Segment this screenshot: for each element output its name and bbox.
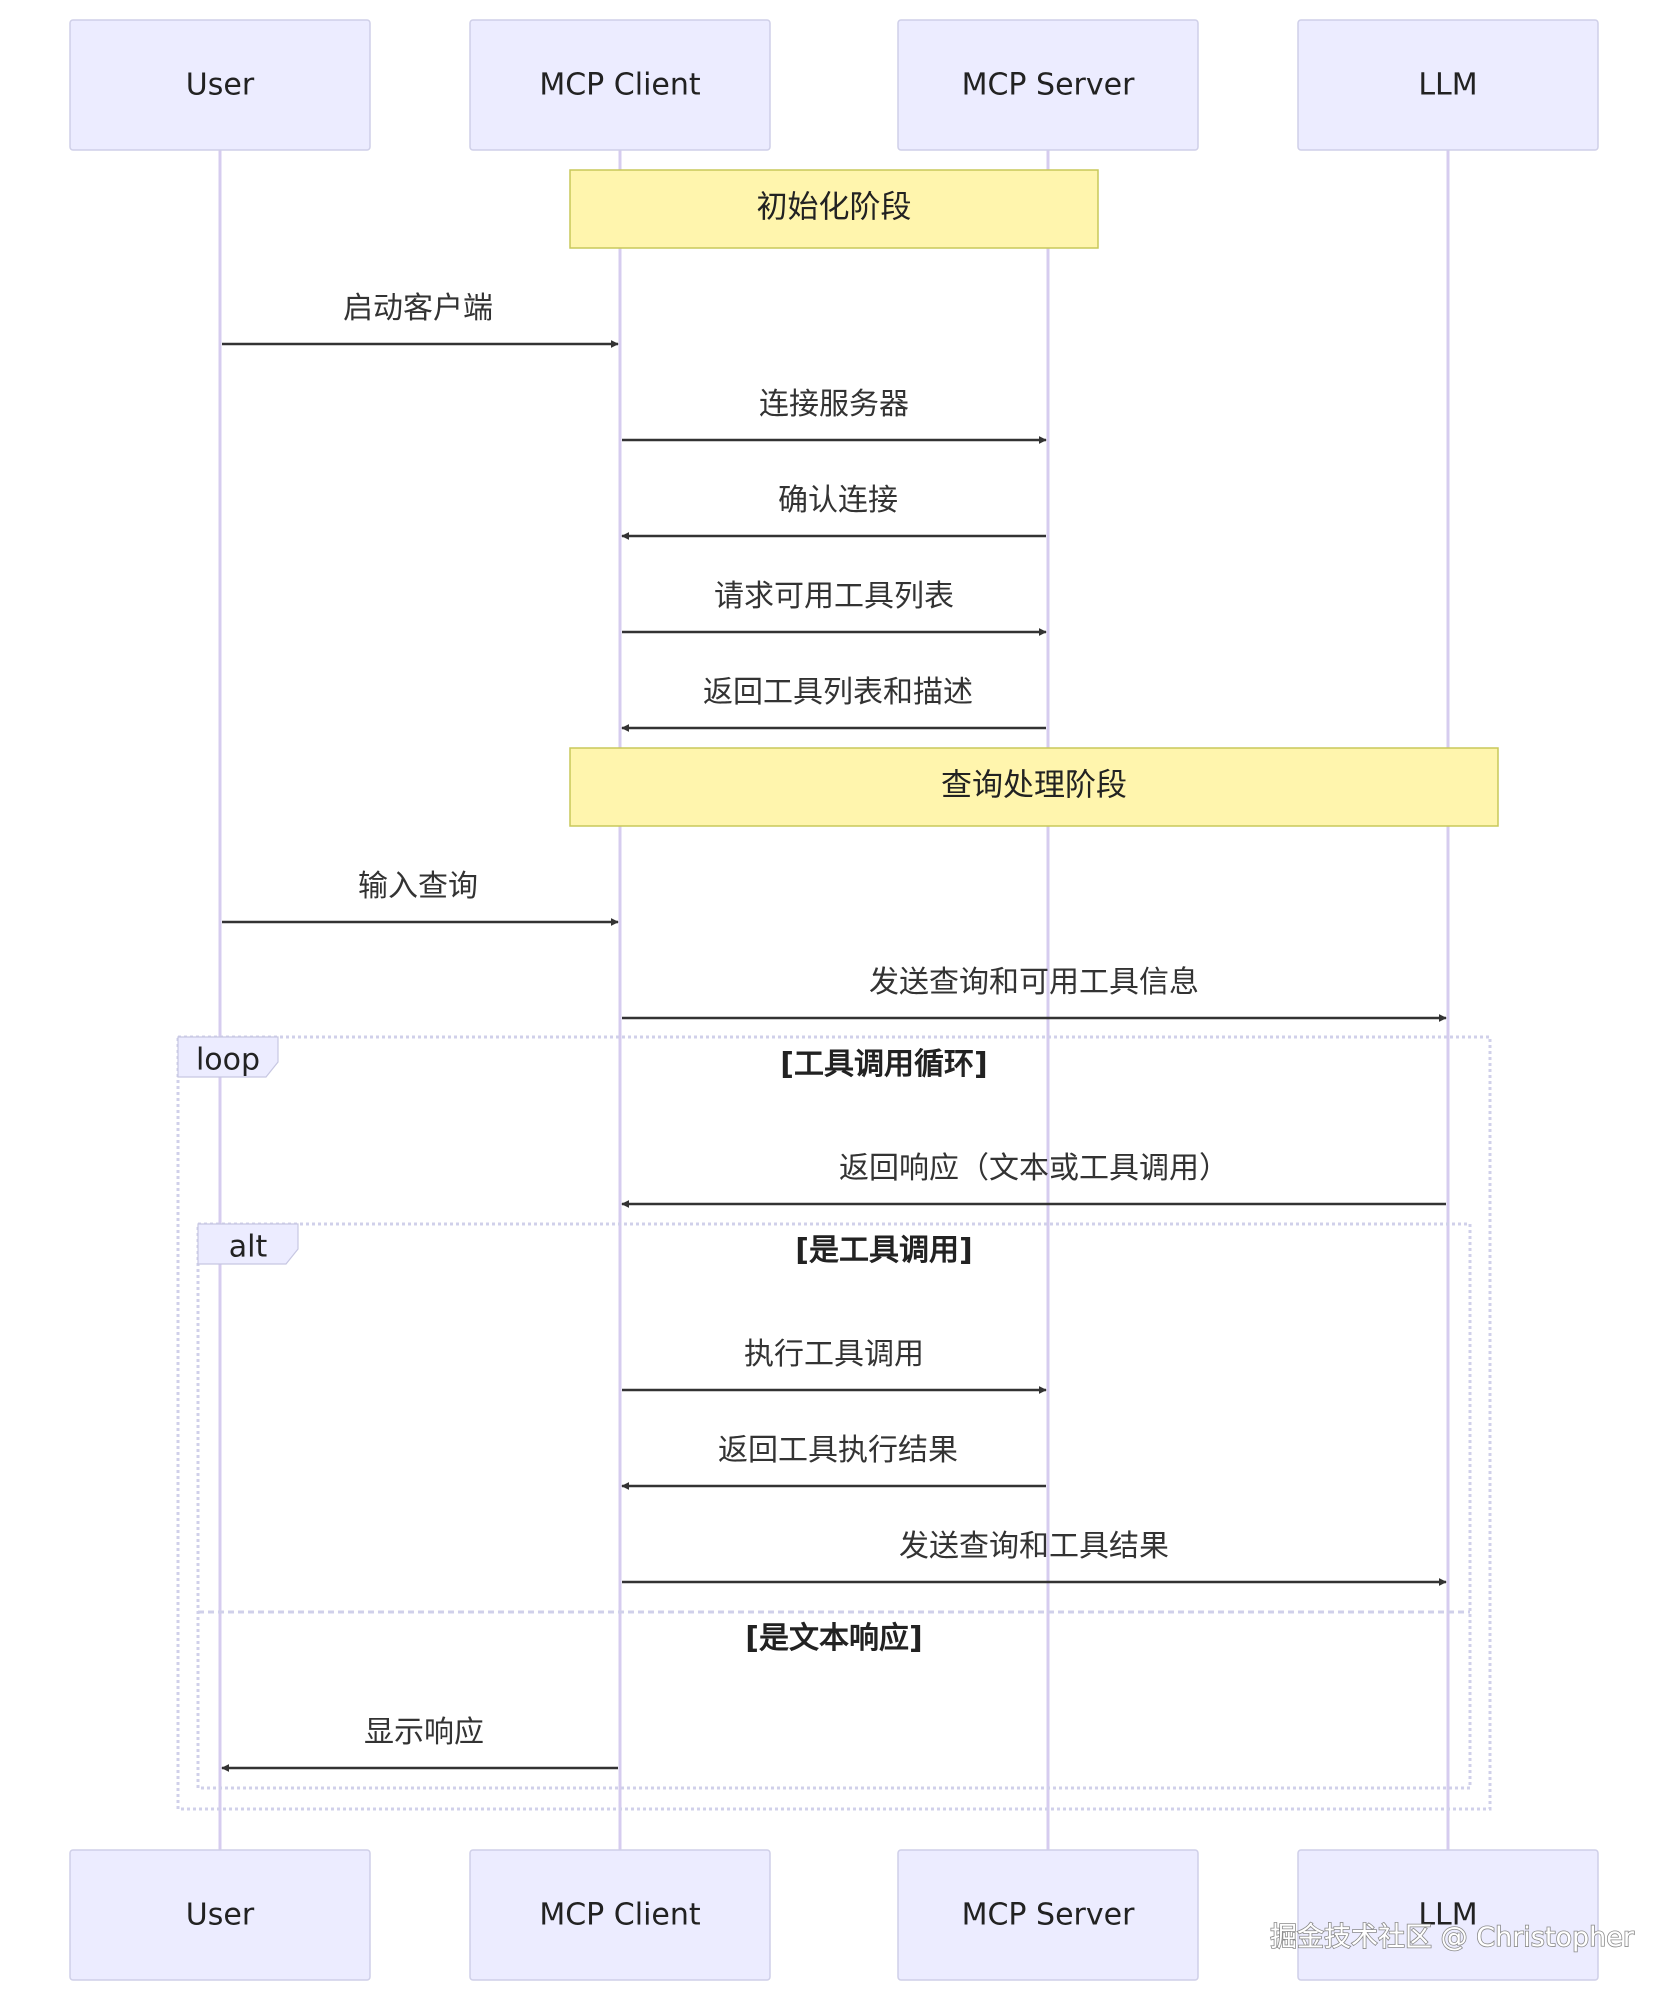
loop-frame: loop [工具调用循环]: [176, 1035, 1492, 1811]
actor-label: LLM: [1418, 1898, 1477, 1933]
note-query-processing-text: 查询处理阶段: [941, 768, 1127, 804]
message-label: 启动客户端: [343, 291, 493, 326]
message-return-tool-result: 返回工具执行结果: [621, 1433, 1046, 1490]
message-send-query-and-tool-result: 发送查询和工具结果: [622, 1529, 1447, 1586]
message-label: 执行工具调用: [744, 1337, 924, 1372]
note-initialization-text: 初始化阶段: [757, 190, 912, 226]
alt-frame-label: alt: [229, 1230, 268, 1265]
actor-llm-bottom: LLM: [1297, 1849, 1599, 1981]
message-label: 输入查询: [358, 869, 478, 904]
alt-else-condition: [是文本响应]: [745, 1621, 922, 1656]
message-input-query: 输入查询: [222, 869, 619, 926]
alt-condition: [是工具调用]: [795, 1233, 972, 1268]
actor-label: MCP Client: [539, 68, 701, 103]
actor-mcp-server-top: MCP Server: [897, 19, 1199, 151]
message-label: 请求可用工具列表: [714, 579, 954, 614]
actor-label: MCP Client: [539, 1898, 701, 1933]
actor-label: MCP Server: [962, 1898, 1136, 1933]
message-label: 发送查询和工具结果: [899, 1529, 1169, 1564]
actor-user-top: User: [69, 19, 371, 151]
message-display-response: 显示响应: [221, 1715, 618, 1772]
actor-llm-top: LLM: [1297, 19, 1599, 151]
message-return-response: 返回响应（文本或工具调用）: [621, 1151, 1446, 1208]
actor-label: MCP Server: [962, 68, 1136, 103]
message-confirm-connection: 确认连接: [621, 483, 1046, 540]
actor-user-bottom: User: [69, 1849, 371, 1981]
loop-frame-label: loop: [196, 1043, 260, 1078]
alt-frame: alt [是工具调用] [是文本响应]: [196, 1222, 1472, 1790]
message-label: 确认连接: [778, 483, 898, 518]
note-query-processing: 查询处理阶段: [569, 747, 1499, 827]
loop-condition: [工具调用循环]: [780, 1047, 987, 1082]
alt-frame-tab: [197, 1223, 299, 1265]
message-start-client: 启动客户端: [222, 291, 619, 348]
message-label: 连接服务器: [759, 387, 909, 422]
message-request-tool-list: 请求可用工具列表: [622, 579, 1047, 636]
actor-label: LLM: [1418, 68, 1477, 103]
message-execute-tool-call: 执行工具调用: [622, 1337, 1047, 1394]
message-connect-server: 连接服务器: [622, 387, 1047, 444]
watermark: 掘金技术社区 @ Christopher: [1270, 1922, 1635, 1953]
note-initialization: 初始化阶段: [569, 169, 1099, 249]
message-send-query-and-tools: 发送查询和可用工具信息: [622, 965, 1447, 1022]
actor-mcp-client-bottom: MCP Client: [469, 1849, 771, 1981]
loop-frame-tab: [177, 1036, 279, 1078]
actor-label: User: [186, 1898, 255, 1933]
message-label: 返回响应（文本或工具调用）: [839, 1151, 1229, 1186]
actor-mcp-client-top: MCP Client: [469, 19, 771, 151]
message-label: 显示响应: [364, 1715, 484, 1750]
message-return-tool-list: 返回工具列表和描述: [621, 675, 1046, 732]
message-label: 返回工具列表和描述: [703, 675, 973, 710]
message-label: 发送查询和可用工具信息: [869, 965, 1199, 1000]
message-label: 返回工具执行结果: [718, 1433, 958, 1468]
actor-label: User: [186, 68, 255, 103]
actor-mcp-server-bottom: MCP Server: [897, 1849, 1199, 1981]
